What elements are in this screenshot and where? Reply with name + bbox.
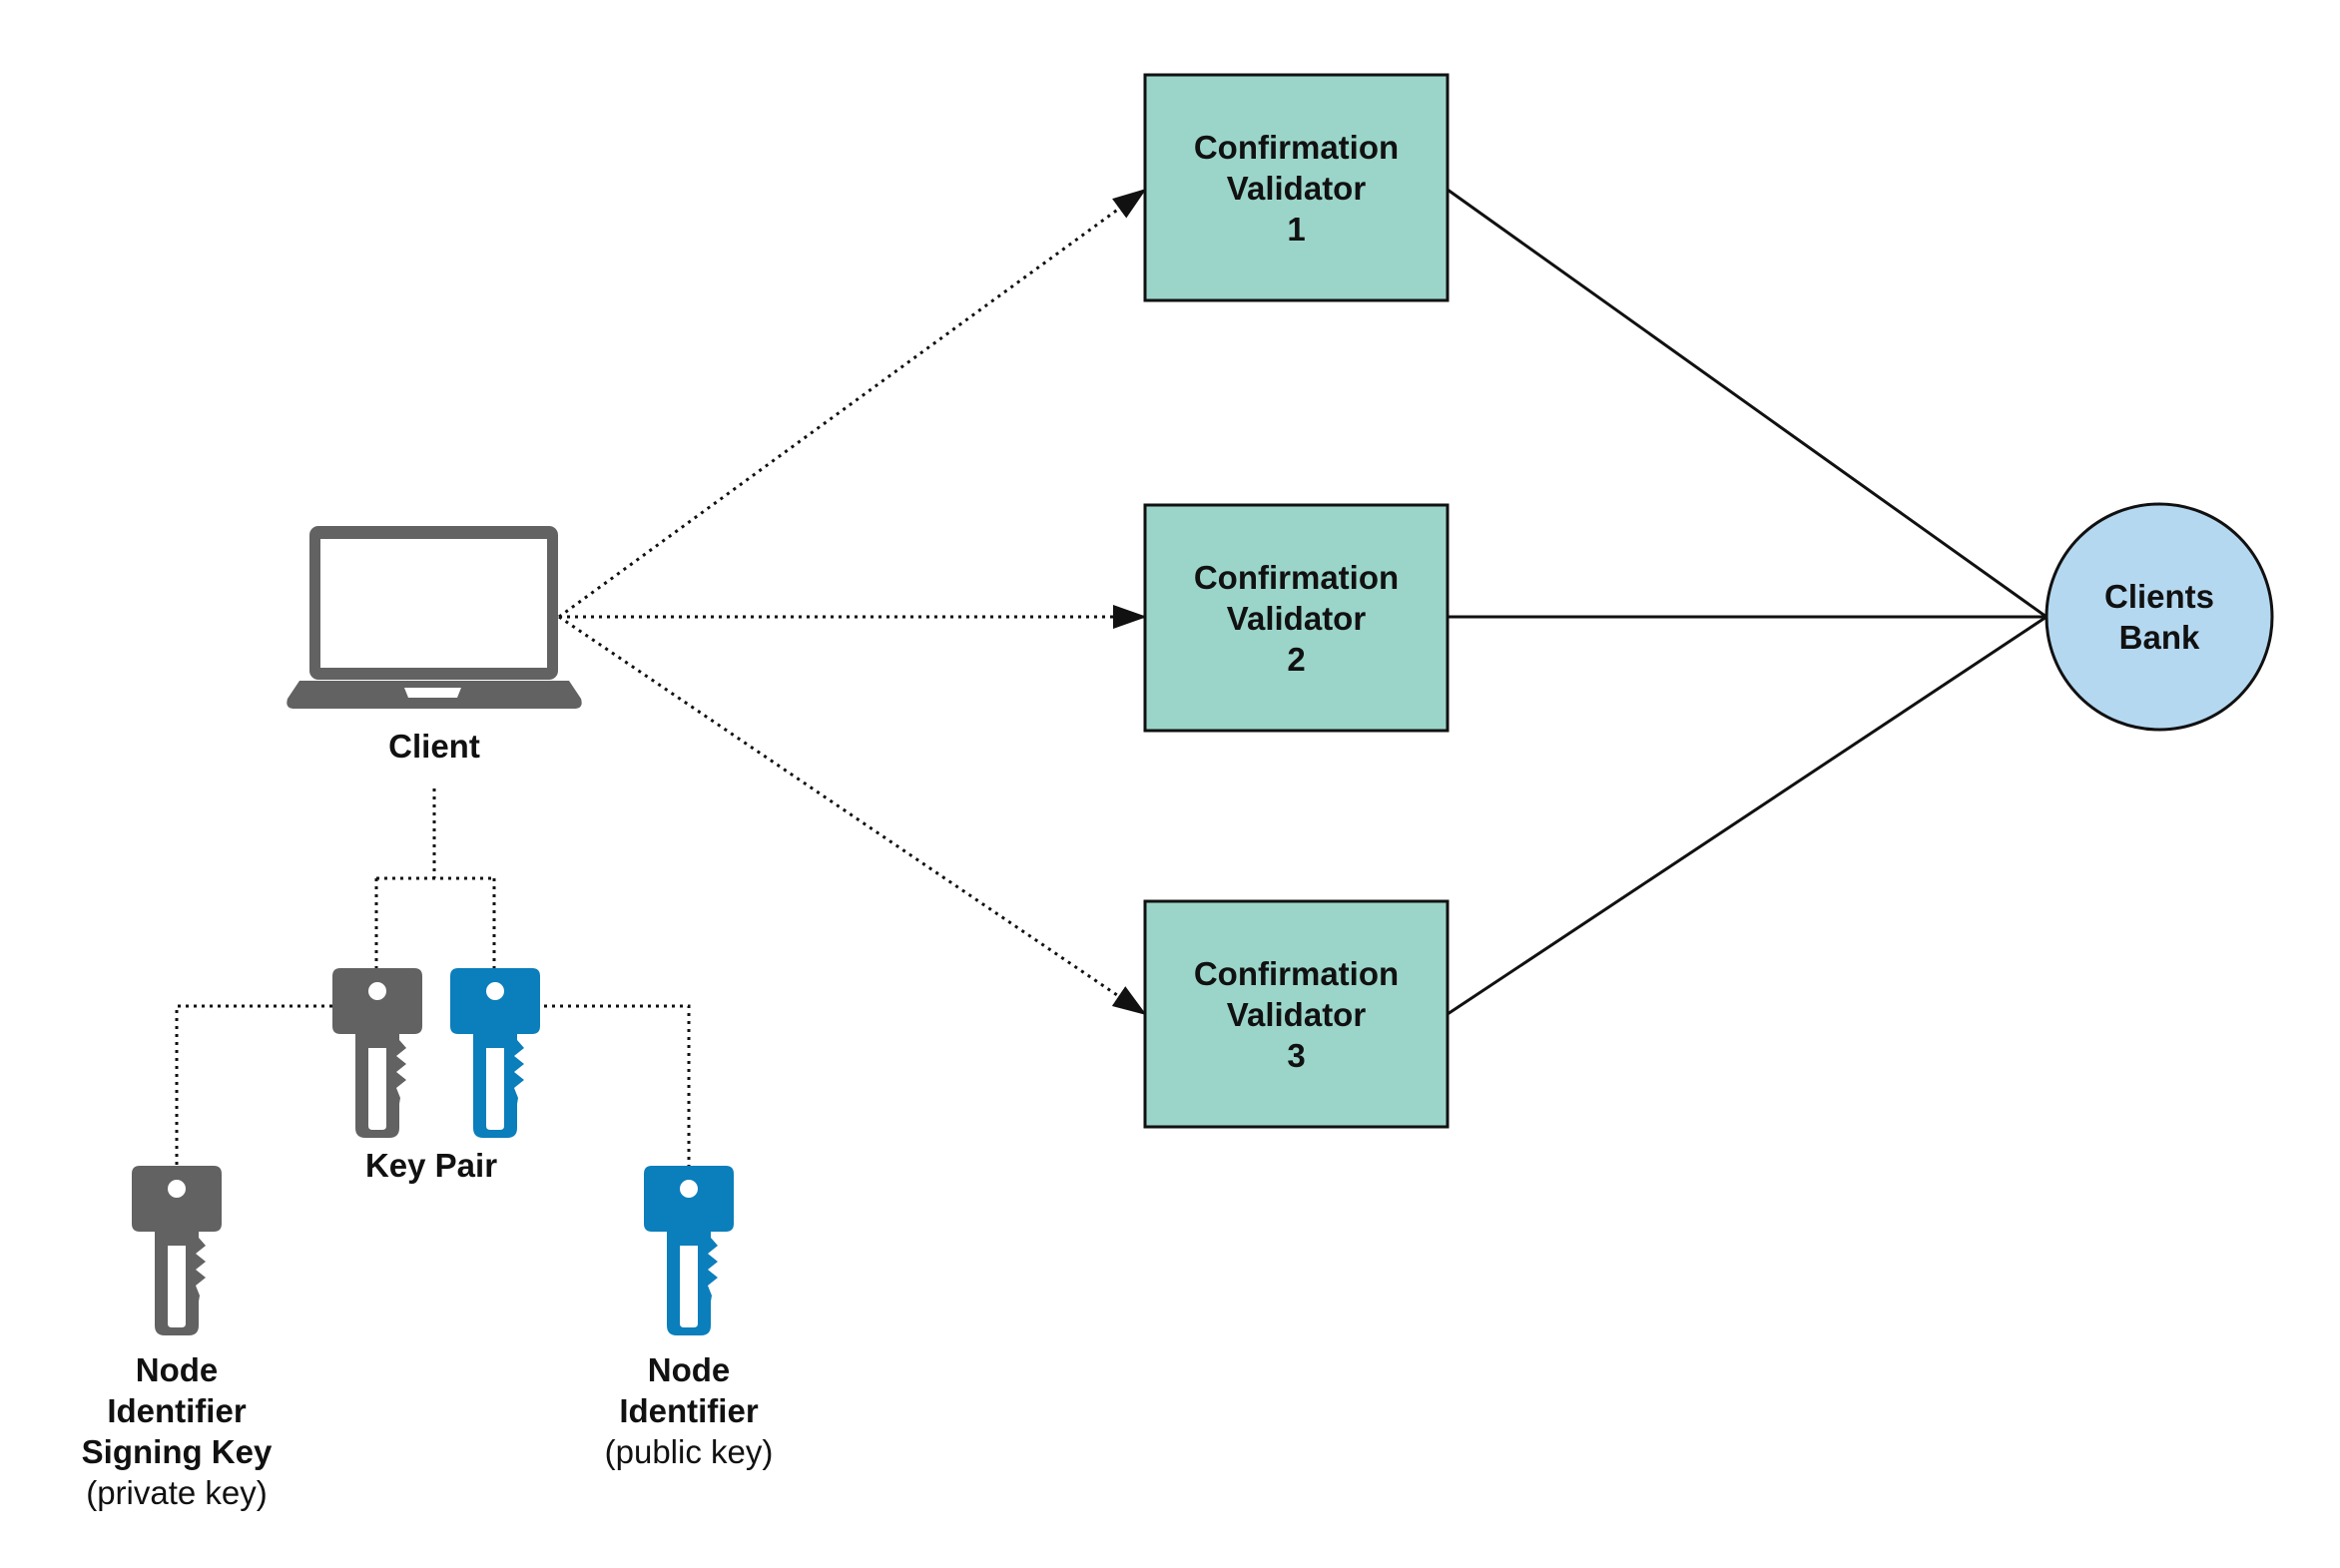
connector-keypair-signing-key [175,1004,332,1173]
client-to-validator-connectors [558,188,1147,1016]
key-tree-connectors [175,788,691,1173]
key-pair-label: Key Pair [364,1147,498,1184]
validator-2-line1: Confirmation [1193,558,1400,596]
connector-validator-1-bank [1447,188,2048,619]
validator-2-line3: 2 [1287,640,1306,678]
validator-3-line3: 3 [1287,1036,1306,1074]
key-pair-public-key-icon [450,968,540,1138]
validator-1-line1: Confirmation [1193,128,1400,166]
signing-key-line4: (private key) [86,1474,268,1511]
validator-to-bank-connectors [1447,188,2048,1016]
clients-bank-circle [2045,502,2274,732]
validator-1-line3: 1 [1287,210,1306,248]
node-identifier-key-icon [644,1166,734,1335]
client-label: Client [388,728,480,765]
signing-key-icon [132,1166,222,1335]
node-identifier-label: Node Identifier (public key) [569,1349,809,1472]
validator-1-label: Confirmation Validator 1 [1145,75,1448,300]
node-identifier-line2: Identifier [619,1392,759,1429]
connector-client-validator-1 [558,188,1147,619]
validator-3-line2: Validator [1226,995,1367,1033]
laptop-icon [287,526,582,709]
connector-keypair-node-identifier [536,1004,691,1173]
clients-bank-line2: Bank [2118,619,2200,656]
validator-1-box [1143,73,1450,302]
clients-bank-label: Clients Bank [2047,504,2272,730]
validator-2-line2: Validator [1226,599,1367,637]
validator-3-box [1143,899,1450,1129]
signing-key-line3: Signing Key [81,1433,273,1470]
connector-client-validator-3 [558,615,1147,1016]
validator-2-label: Confirmation Validator 2 [1145,505,1448,731]
connector-client-keypair [374,788,496,973]
node-identifier-line3: (public key) [604,1433,774,1470]
validator-3-line1: Confirmation [1193,954,1400,992]
node-identifier-line1: Node [647,1351,731,1388]
clients-bank-line1: Clients [2103,578,2215,615]
validator-2-box [1143,503,1450,733]
validator-3-label: Confirmation Validator 3 [1145,901,1448,1127]
connector-validator-3-bank [1447,615,2048,1016]
key-pair-private-key-icon [332,968,422,1138]
validator-1-line2: Validator [1226,169,1367,207]
signing-key-line2: Identifier [107,1392,247,1429]
signing-key-line1: Node [135,1351,219,1388]
signing-key-label: Node Identifier Signing Key (private key… [57,1349,296,1513]
